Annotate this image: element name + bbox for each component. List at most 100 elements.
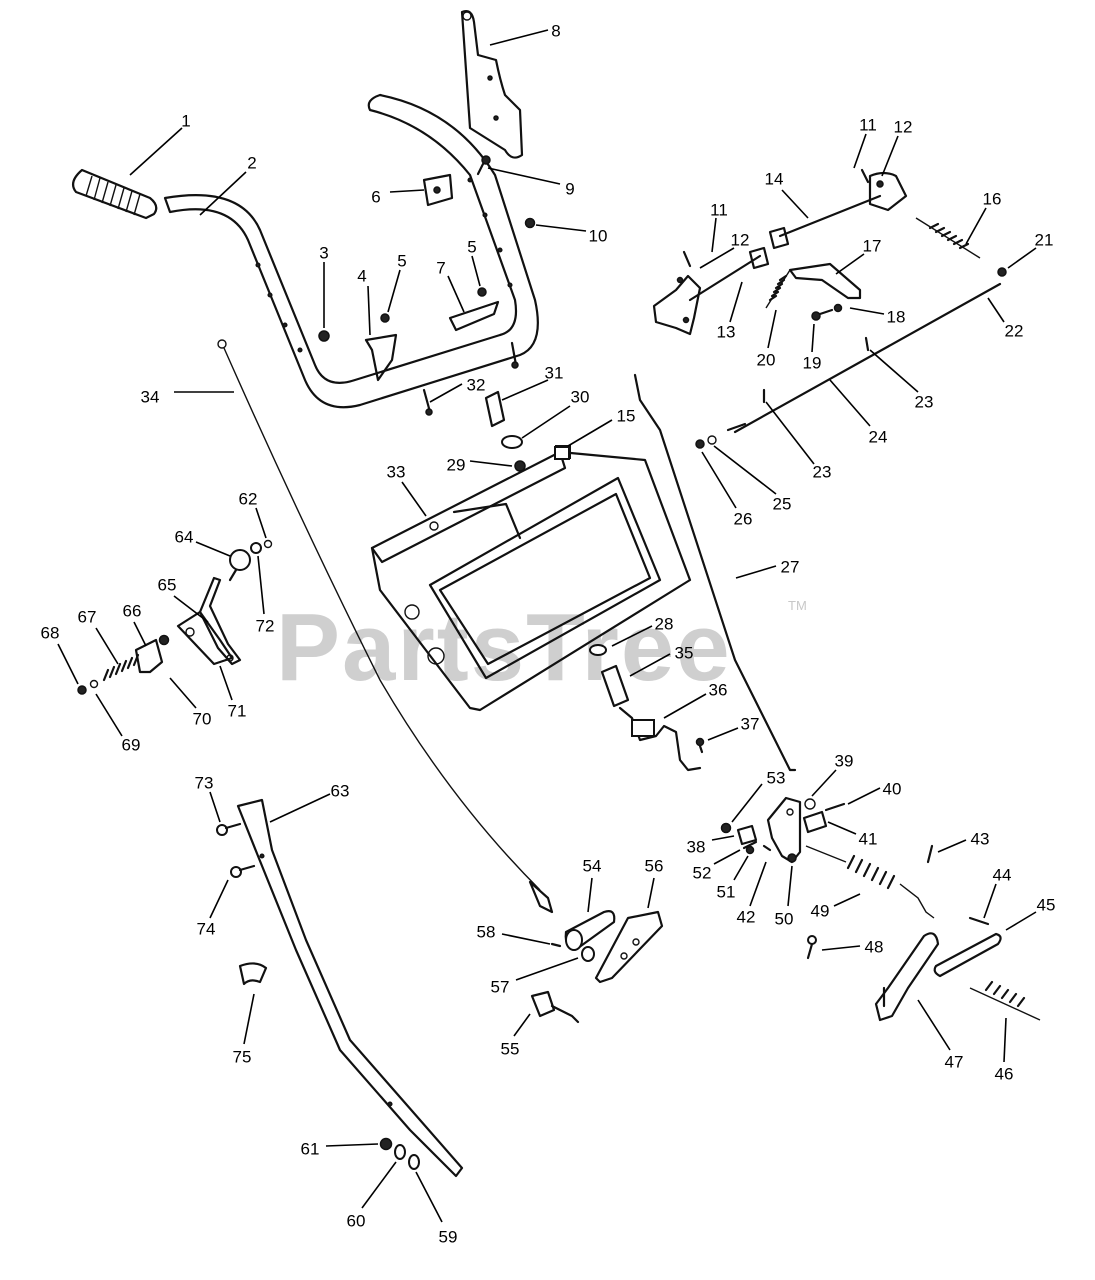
callout-number: 14	[765, 169, 784, 188]
callout-number: 28	[655, 614, 674, 633]
callout-number: 17	[863, 236, 882, 255]
leader-line	[429, 383, 463, 403]
callout-number: 8	[551, 21, 560, 40]
callout-number: 72	[256, 616, 275, 635]
part-bolts	[422, 341, 519, 416]
callout-number: 2	[247, 153, 256, 172]
leader-line	[1007, 247, 1037, 269]
leader-line	[95, 627, 119, 665]
callout-number: 46	[995, 1064, 1014, 1083]
callout-number: 35	[675, 643, 694, 662]
callout-number: 32	[467, 375, 486, 394]
callout-number: 3	[319, 243, 328, 262]
leader-line	[811, 769, 837, 797]
leader-line	[173, 595, 209, 623]
part-nut-b	[477, 287, 487, 297]
callout-number: 37	[741, 714, 760, 733]
callout-number: 9	[565, 179, 574, 198]
callout-number: 5	[467, 237, 476, 256]
callout-number: 43	[971, 829, 990, 848]
leader-line	[629, 653, 671, 677]
leader-line	[469, 460, 513, 467]
leader-line	[663, 693, 707, 719]
leader-line	[749, 861, 767, 907]
part-nut-18	[833, 303, 843, 313]
callout-number: 15	[617, 406, 636, 425]
part-screw-37	[695, 737, 705, 754]
part-bracket-left	[364, 333, 398, 382]
part-rod-27	[633, 373, 797, 772]
callout-number: 67	[78, 607, 97, 626]
part-15	[554, 446, 570, 460]
leader-line	[733, 855, 749, 881]
part-ball	[318, 330, 330, 342]
part-bracket-66	[134, 638, 164, 674]
part-hand-grip	[71, 168, 158, 220]
leader-line	[713, 849, 741, 865]
part-plate-70	[176, 610, 234, 666]
leader-line	[361, 1161, 397, 1209]
callout-number: 52	[693, 863, 712, 882]
part-bracket-54	[564, 910, 616, 951]
part-pin-43	[926, 844, 934, 864]
part-bolt-74	[230, 864, 256, 878]
callout-number: 73	[195, 773, 214, 792]
callout-number: 61	[301, 1139, 320, 1158]
leader-line	[255, 507, 267, 539]
callout-number: 21	[1035, 230, 1054, 249]
leader-line	[965, 207, 987, 245]
part-bolt	[476, 155, 491, 176]
callout-number: 53	[767, 768, 786, 787]
callout-number: 71	[228, 701, 247, 720]
leader-line	[243, 993, 255, 1045]
part-washer-69	[89, 679, 99, 689]
callout-number: 69	[122, 735, 141, 754]
part-washer-28	[589, 644, 607, 656]
part-pin-24	[726, 422, 747, 432]
leader-line	[513, 1013, 531, 1037]
callout-number: 66	[123, 601, 142, 620]
part-knob-64	[228, 549, 251, 582]
watermark: PartsTree	[276, 594, 732, 701]
callout-number: 34	[141, 387, 160, 406]
callout-number: 11	[710, 200, 728, 219]
leader-line	[833, 893, 861, 907]
part-bolt-48	[806, 935, 817, 960]
callout-number: 31	[545, 363, 564, 382]
leader-line	[209, 791, 221, 823]
callout-number: 12	[894, 117, 913, 136]
part-link-17	[788, 262, 862, 300]
leader-line	[587, 877, 593, 913]
part-pin-40	[824, 802, 846, 812]
callout-number: 49	[811, 901, 830, 920]
part-nut-21	[997, 267, 1007, 277]
leader-line	[827, 821, 857, 835]
leader-line	[765, 401, 815, 465]
part-washer	[501, 435, 523, 449]
leader-line	[401, 481, 427, 517]
leader-line	[129, 127, 183, 176]
callout-number: 50	[775, 909, 794, 928]
leader-line	[701, 451, 737, 509]
part-nut-a	[380, 313, 390, 323]
part-nut-61	[379, 1137, 393, 1151]
part-lever-47	[874, 932, 940, 1022]
leader-line	[389, 189, 425, 193]
leader-line	[767, 309, 777, 349]
callout-number: 51	[717, 882, 736, 901]
leader-line	[781, 189, 809, 219]
callout-number: 57	[491, 977, 510, 996]
part-pin-52	[742, 840, 758, 850]
callout-number: 70	[193, 709, 212, 728]
part-bolt-73	[216, 822, 242, 836]
leader-line	[983, 883, 997, 919]
part-bracket-right	[448, 300, 500, 332]
callout-number: 24	[869, 427, 888, 446]
leader-line	[567, 419, 613, 447]
callout-number: 47	[945, 1052, 964, 1071]
part-nut-68	[77, 685, 87, 695]
leader-line	[515, 957, 579, 981]
part-harness	[618, 706, 702, 772]
part-bracket-50	[766, 796, 802, 864]
part-bolt-51	[745, 845, 755, 855]
